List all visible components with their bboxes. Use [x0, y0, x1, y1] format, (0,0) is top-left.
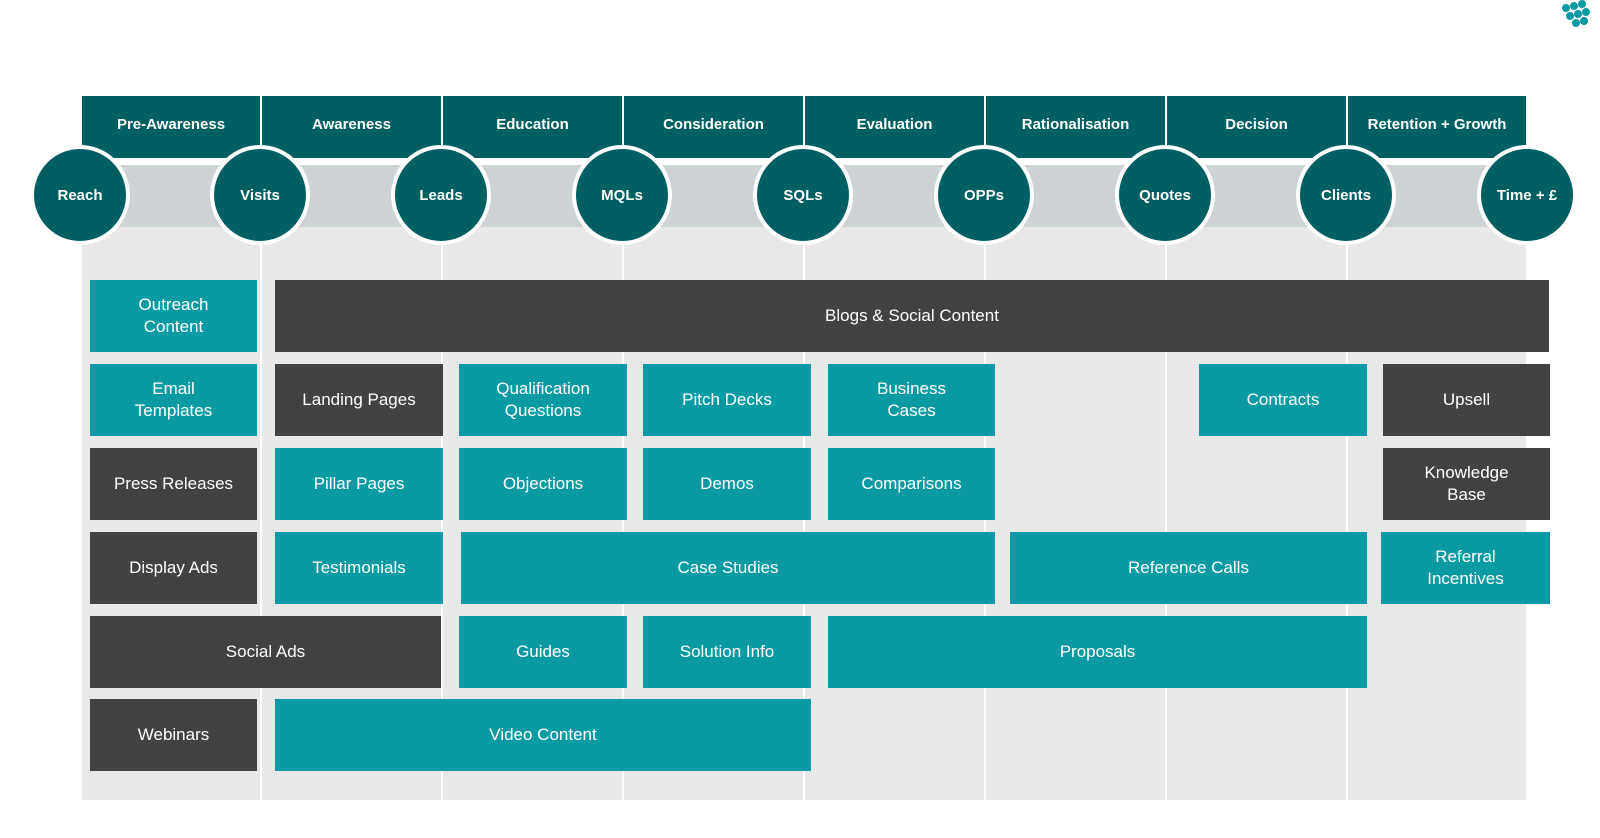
content-tile: Press Releases	[90, 448, 257, 520]
content-tile: Display Ads	[90, 532, 257, 604]
content-tile: Solution Info	[643, 616, 811, 688]
content-tile: Outreach Content	[90, 280, 257, 352]
milestone-circle: Time + £	[1477, 145, 1577, 245]
stage-header: Decision	[1167, 96, 1346, 158]
milestone-circle: Reach	[30, 145, 130, 245]
content-tile: Landing Pages	[275, 364, 443, 436]
milestone-circle: Leads	[391, 145, 491, 245]
stage-header: Consideration	[624, 96, 803, 158]
content-tile: Case Studies	[461, 532, 995, 604]
milestone-circle: Clients	[1296, 145, 1396, 245]
content-tile: Social Ads	[90, 616, 441, 688]
content-tile: Business Cases	[828, 364, 995, 436]
content-tile: Qualification Questions	[459, 364, 627, 436]
content-tile: Email Templates	[90, 364, 257, 436]
content-tile: Referral Incentives	[1381, 532, 1550, 604]
content-tile: Reference Calls	[1010, 532, 1367, 604]
content-tile: Pillar Pages	[275, 448, 443, 520]
stage-header: Rationalisation	[986, 96, 1165, 158]
content-tile: Pitch Decks	[643, 364, 811, 436]
content-tile: Guides	[459, 616, 627, 688]
milestone-circle: OPPs	[934, 145, 1034, 245]
content-tile: Contracts	[1199, 364, 1367, 436]
stage-header: Evaluation	[805, 96, 984, 158]
content-tile: Blogs & Social Content	[275, 280, 1549, 352]
content-tile: Webinars	[90, 699, 257, 771]
content-tile: Knowledge Base	[1383, 448, 1550, 520]
content-tile: Comparisons	[828, 448, 995, 520]
content-tile: Objections	[459, 448, 627, 520]
stage-header: Education	[443, 96, 622, 158]
content-tile: Proposals	[828, 616, 1367, 688]
stage-header: Awareness	[262, 96, 441, 158]
stage-header: Retention + Growth	[1348, 96, 1526, 158]
content-tile: Demos	[643, 448, 811, 520]
content-tile: Testimonials	[275, 532, 443, 604]
milestone-circle: Quotes	[1115, 145, 1215, 245]
milestone-circle: SQLs	[753, 145, 853, 245]
milestone-circle: MQLs	[572, 145, 672, 245]
content-tile: Video Content	[275, 699, 811, 771]
milestone-circle: Visits	[210, 145, 310, 245]
content-tile: Upsell	[1383, 364, 1550, 436]
stage-header: Pre-Awareness	[82, 96, 260, 158]
brand-logo-icon	[1562, 0, 1590, 27]
